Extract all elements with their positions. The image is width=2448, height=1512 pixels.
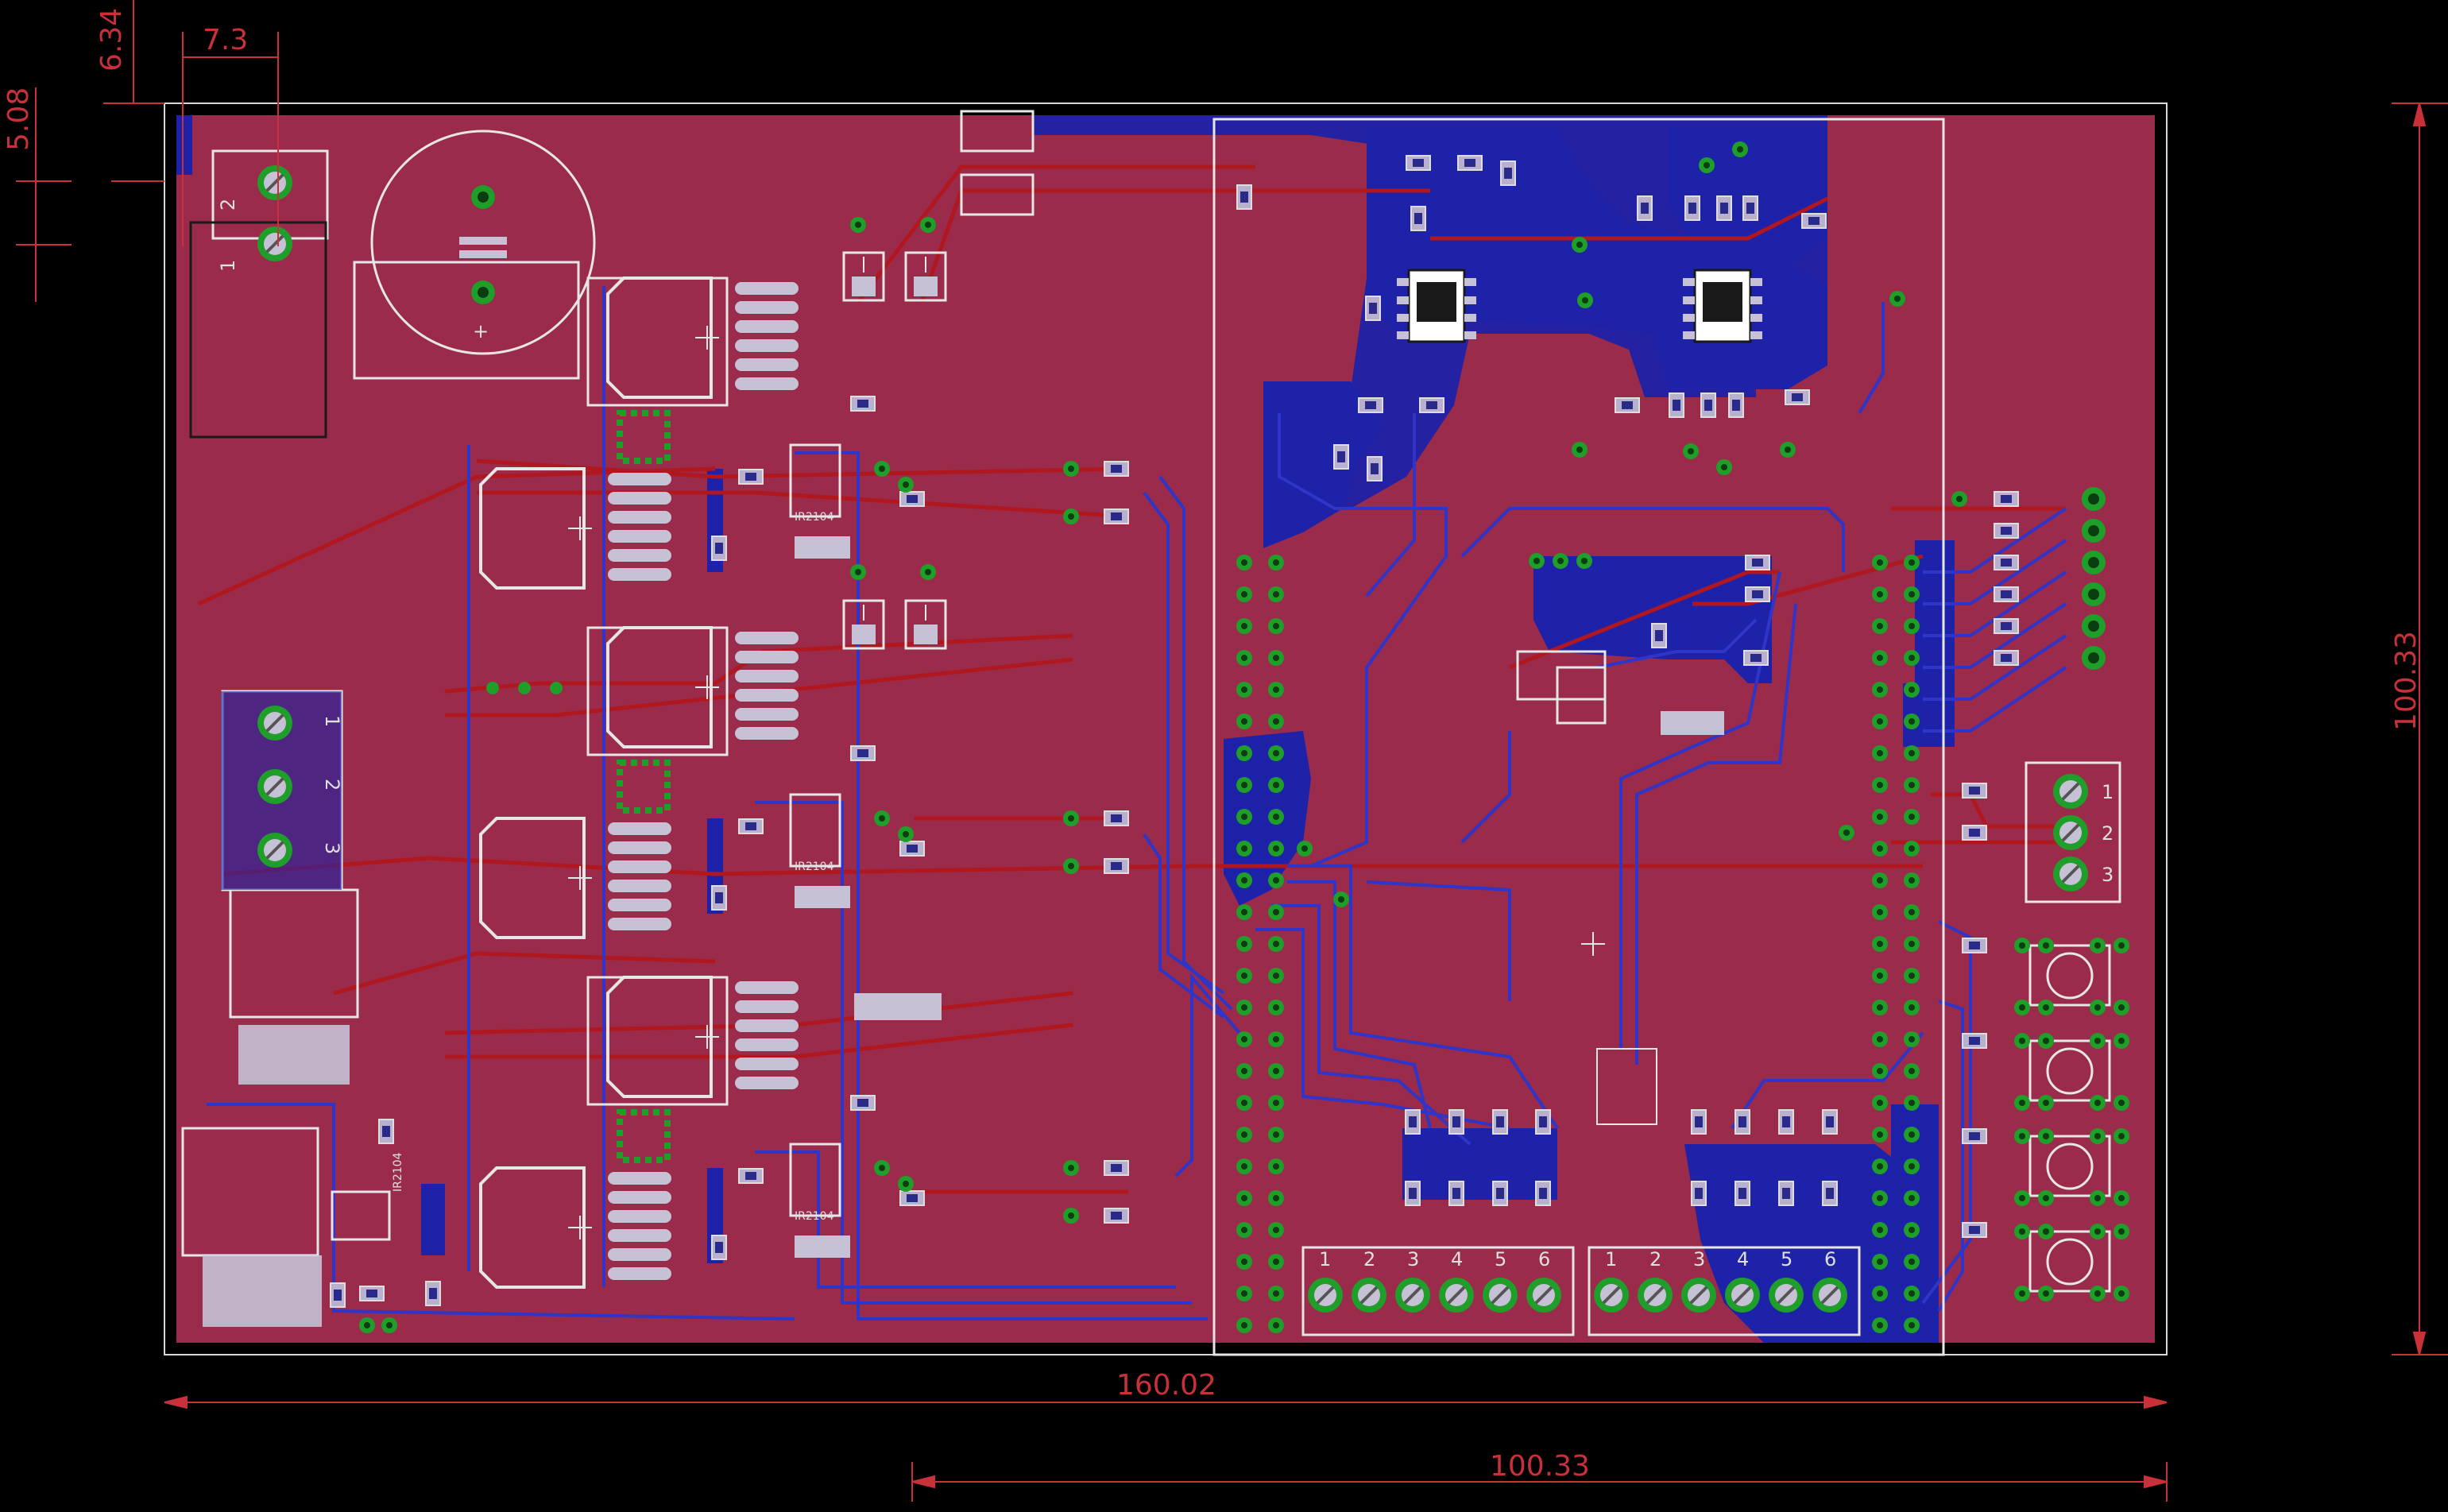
driver-ic-1-label: IR2104 — [795, 511, 834, 524]
svg-text:2: 2 — [217, 199, 239, 211]
terminal-b-pin-2: 2 — [1649, 1248, 1661, 1270]
svg-text:1: 1 — [217, 260, 239, 272]
dimension-board-height: 100.33 — [2390, 631, 2423, 731]
terminal-b-pin-1: 1 — [1605, 1248, 1617, 1270]
driver-ic-4-label: IR2104 — [392, 1152, 404, 1192]
terminal-block-bottom-b: 1 2 3 4 5 6 — [1592, 1248, 1849, 1314]
dimension-sub-width: 100.33 — [1490, 1450, 1590, 1483]
side-terminal-pin-2: 2 — [2102, 822, 2113, 845]
side-terminal-pin-1: 1 — [2102, 781, 2113, 803]
terminal-a-pin-1: 1 — [1319, 1248, 1331, 1270]
driver-ic-3: IR2104 — [789, 1143, 850, 1258]
terminal-a-pin-6: 6 — [1538, 1248, 1550, 1270]
driver-ic-2-label: IR2104 — [795, 860, 834, 873]
svg-text:2: 2 — [321, 779, 343, 791]
terminal-block-left: 1 2 3 — [221, 691, 343, 890]
capacitors — [842, 110, 1035, 1020]
dimension-offset-top: 6.34 — [95, 8, 128, 72]
pad-grids — [486, 410, 671, 1163]
push-buttons — [2014, 938, 2129, 1301]
board-outline — [164, 102, 2168, 1355]
svg-text:3: 3 — [321, 842, 343, 854]
terminal-block-top-left: 2 1 — [189, 164, 327, 439]
driver-ic-3-label: IR2104 — [795, 1210, 834, 1223]
terminal-b-pin-4: 4 — [1737, 1248, 1749, 1270]
terminal-b-pin-6: 6 — [1824, 1248, 1836, 1270]
dimension-hole-spacing: 5.08 — [2, 87, 35, 151]
terminal-a-pin-5: 5 — [1495, 1248, 1506, 1270]
bottom-copper-traces — [207, 286, 2067, 1321]
terminal-b-pin-3: 3 — [1693, 1248, 1705, 1270]
driver-ic-1: IR2104 — [789, 443, 850, 559]
center-marks — [1581, 711, 1724, 1125]
terminal-a-pin-2: 2 — [1363, 1248, 1375, 1270]
terminal-a-pin-3: 3 — [1407, 1248, 1419, 1270]
terminal-block-right: 1 2 3 — [2052, 772, 2113, 893]
terminal-b-pin-5: 5 — [1781, 1248, 1792, 1270]
driver-ic-4: IR2104 — [331, 1152, 404, 1241]
driver-ic-2: IR2104 — [789, 793, 850, 908]
dimension-lines — [16, 0, 2448, 1502]
terminal-block-bottom-a: 1 2 3 4 5 6 — [1306, 1248, 1563, 1314]
svg-text:1: 1 — [321, 715, 343, 727]
dimension-board-width: 160.02 — [1116, 1369, 1216, 1402]
terminal-a-pin-4: 4 — [1451, 1248, 1463, 1270]
bulk-capacitor: + — [459, 185, 507, 342]
regulator-left — [203, 1025, 350, 1327]
side-terminal-pin-3: 3 — [2102, 864, 2113, 886]
svg-text:+: + — [473, 320, 489, 342]
dimension-offset-left: 7.3 — [203, 24, 248, 56]
